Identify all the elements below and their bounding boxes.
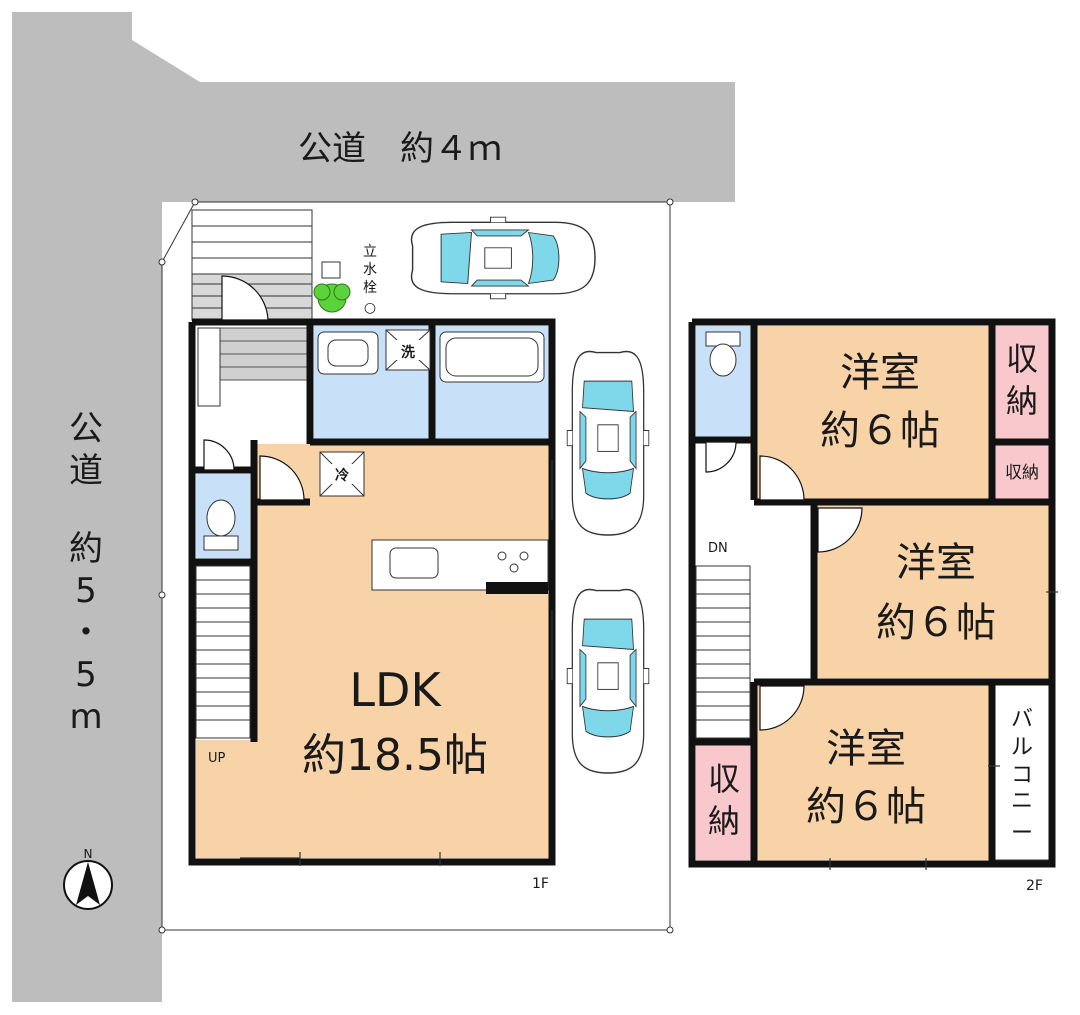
door-bedroom1 bbox=[759, 455, 805, 501]
door-ldk bbox=[259, 455, 305, 501]
up-label: UP bbox=[208, 751, 226, 766]
bedroom3-size: 約６帖 bbox=[806, 784, 926, 830]
faucet-char: 栓 bbox=[363, 280, 377, 296]
genkan-floor bbox=[219, 327, 309, 381]
door-bedroom3 bbox=[759, 685, 805, 731]
ldk-room-lower bbox=[196, 740, 256, 858]
ldk-size: 約18.5帖 bbox=[302, 730, 488, 781]
door-toilet-2f bbox=[705, 441, 737, 473]
faucet-char: ○ bbox=[364, 300, 376, 316]
tree-icon bbox=[313, 283, 351, 313]
storage3-room bbox=[696, 744, 752, 860]
bedroom3-name: 洋室 bbox=[826, 726, 906, 772]
road-north-label: 公道 約４ｍ bbox=[298, 129, 502, 169]
balcony-char: コ bbox=[1011, 763, 1033, 788]
balcony-char: ニ bbox=[1011, 789, 1033, 814]
bedroom2-name: 洋室 bbox=[896, 540, 976, 586]
shoe-cabinet bbox=[197, 327, 221, 407]
bedroom1-room bbox=[756, 326, 990, 500]
road-west-char: 公 bbox=[69, 409, 103, 449]
balcony-char: バ bbox=[1011, 707, 1033, 732]
floor1-label: 1F bbox=[532, 876, 549, 892]
storage2-label: 収納 bbox=[1005, 463, 1039, 483]
storage3-label: 収 bbox=[708, 760, 740, 798]
road-west-char: 5 bbox=[75, 571, 97, 611]
north-compass-icon: N bbox=[63, 847, 113, 910]
bedroom1-name: 洋室 bbox=[840, 350, 920, 396]
storage3-label: 納 bbox=[708, 802, 740, 840]
ldk-name: LDK bbox=[349, 663, 442, 717]
toilet-icon bbox=[203, 499, 239, 551]
faucet-char: 水 bbox=[363, 262, 377, 278]
bedroom2-size: 約６帖 bbox=[876, 600, 996, 646]
road-west-char: ・ bbox=[69, 613, 103, 653]
road-west-char: 約 bbox=[69, 529, 103, 569]
road-west-char: 5 bbox=[75, 655, 97, 695]
car-icon bbox=[410, 216, 596, 300]
compass-label: N bbox=[84, 847, 93, 861]
stairs-1f bbox=[195, 565, 251, 739]
fridge-label: 冷 bbox=[335, 467, 349, 484]
wall-2f bbox=[688, 318, 1056, 868]
washer-label: 洗 bbox=[401, 344, 415, 361]
door-bedroom2 bbox=[817, 507, 863, 553]
storage1-room bbox=[994, 326, 1050, 440]
storage1-label: 収 bbox=[1006, 340, 1038, 378]
faucet-label: 立 水 栓 ○ bbox=[363, 244, 377, 316]
road-west-char: m bbox=[69, 697, 102, 737]
balcony-area bbox=[993, 683, 1051, 861]
storage2-room bbox=[994, 444, 1050, 500]
bedroom1-size: 約６帖 bbox=[820, 408, 940, 454]
car-icon bbox=[566, 588, 650, 774]
car-icon bbox=[566, 350, 650, 536]
balcony-label: バ ル コ ニ ー bbox=[1011, 707, 1033, 846]
stairs-2f bbox=[695, 565, 751, 739]
door-entrance bbox=[221, 275, 269, 321]
door-toilet bbox=[203, 439, 235, 471]
kitchen-counter bbox=[371, 539, 549, 594]
balcony-char: ル bbox=[1011, 735, 1033, 760]
balcony-char: ー bbox=[1011, 821, 1033, 846]
down-label: DN bbox=[708, 541, 728, 556]
ldk-room bbox=[254, 444, 550, 858]
storage1-label: 納 bbox=[1006, 382, 1038, 420]
road-west-label: 公 道 約 5 ・ 5 m bbox=[69, 409, 103, 737]
faucet-box bbox=[321, 261, 341, 279]
faucet-char: 立 bbox=[363, 244, 377, 260]
road-west-char: 道 bbox=[69, 451, 103, 491]
toilet-icon bbox=[705, 331, 741, 377]
floor2-label: 2F bbox=[1026, 878, 1043, 894]
